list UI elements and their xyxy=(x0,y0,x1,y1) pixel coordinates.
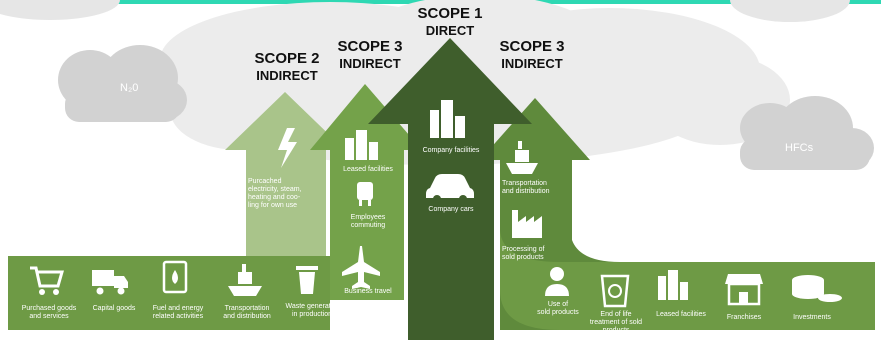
scope1-subtitle: DIRECT xyxy=(425,23,475,38)
franchises-label: Franchises xyxy=(726,314,762,321)
downstream-band-curve xyxy=(500,230,875,330)
company-facilities-label: Company facilities xyxy=(422,147,480,154)
transport-ship-icon xyxy=(228,264,262,296)
scope2-arrow xyxy=(225,92,345,256)
company-cars-label: Company cars xyxy=(428,206,474,213)
cloud-n2o xyxy=(58,45,187,122)
scope2-title-text: SCOPE 2 xyxy=(254,50,320,67)
scope1-title-text: SCOPE 1 xyxy=(417,5,483,22)
scope2-title: SCOPE 2 INDIRECT xyxy=(248,50,326,84)
scope3-upstream-title-text: SCOPE 3 xyxy=(337,38,403,55)
purchased-goods-label: Purchased goods and services xyxy=(21,305,77,320)
cloud-hfcs xyxy=(740,96,874,170)
purchased-electricity-label: Purcached electricity, steam, heating an… xyxy=(248,178,302,209)
leased-buildings-icon xyxy=(658,270,688,300)
ship-icon xyxy=(506,141,538,174)
scope3-downstream-title-text: SCOPE 3 xyxy=(499,38,565,55)
airplane-icon xyxy=(342,246,380,289)
lightning-icon xyxy=(278,128,297,168)
waste-bin-icon xyxy=(296,266,318,294)
car-icon xyxy=(426,174,474,203)
gas-hfcs-label: HFCs xyxy=(785,142,814,154)
fuel-energy-label: Fuel and energy related activities xyxy=(152,305,204,320)
fuel-barrel-icon xyxy=(162,260,188,294)
cloud-top-right xyxy=(730,0,850,22)
shopping-cart-icon xyxy=(30,266,64,295)
scope3-downstream-subtitle: INDIRECT xyxy=(501,56,563,71)
train-icon xyxy=(357,182,373,206)
buildings-icon xyxy=(345,130,378,160)
business-travel-label: Business travel xyxy=(344,288,392,295)
scope3-upstream-title: SCOPE 3 INDIRECT xyxy=(330,38,410,72)
truck-icon xyxy=(92,270,128,295)
waste-generated-label: Waste generated in production xyxy=(285,303,339,318)
processing-sold-products-label: Processing of sold products xyxy=(502,246,545,261)
employees-commuting-label: Employees commuting xyxy=(350,214,386,229)
end-of-life-label: End of life treatment of sold products xyxy=(589,311,643,334)
leased-facilities-downstream-label: Leased facilities xyxy=(656,311,706,318)
factory-icon xyxy=(512,210,542,238)
investments-label: Investments xyxy=(793,314,831,321)
scope3-downstream-arrow xyxy=(480,98,590,330)
scope2-subtitle: INDIRECT xyxy=(256,68,318,83)
company-buildings-icon xyxy=(430,100,465,138)
leased-facilities-label: Leased facilities xyxy=(343,166,393,173)
capital-goods-label: Capital goods xyxy=(92,305,136,312)
coins-icon xyxy=(792,275,842,302)
downstream-transport-label: Transportation and distribution xyxy=(502,180,550,195)
scope3-upstream-subtitle: INDIRECT xyxy=(339,56,401,71)
use-sold-products-label: Use of sold products xyxy=(537,301,579,316)
scope1-title: SCOPE 1 DIRECT xyxy=(410,5,490,39)
cloud-top-left xyxy=(0,0,120,20)
upstream-transport-label: Transportation and distribution xyxy=(223,305,271,320)
user-headset-icon xyxy=(545,267,569,296)
recycle-bin-icon xyxy=(600,274,630,308)
storefront-icon xyxy=(725,274,763,306)
scope3-downstream-title: SCOPE 3 INDIRECT xyxy=(492,38,572,72)
gas-n2o-label: N₂0 xyxy=(120,82,139,94)
